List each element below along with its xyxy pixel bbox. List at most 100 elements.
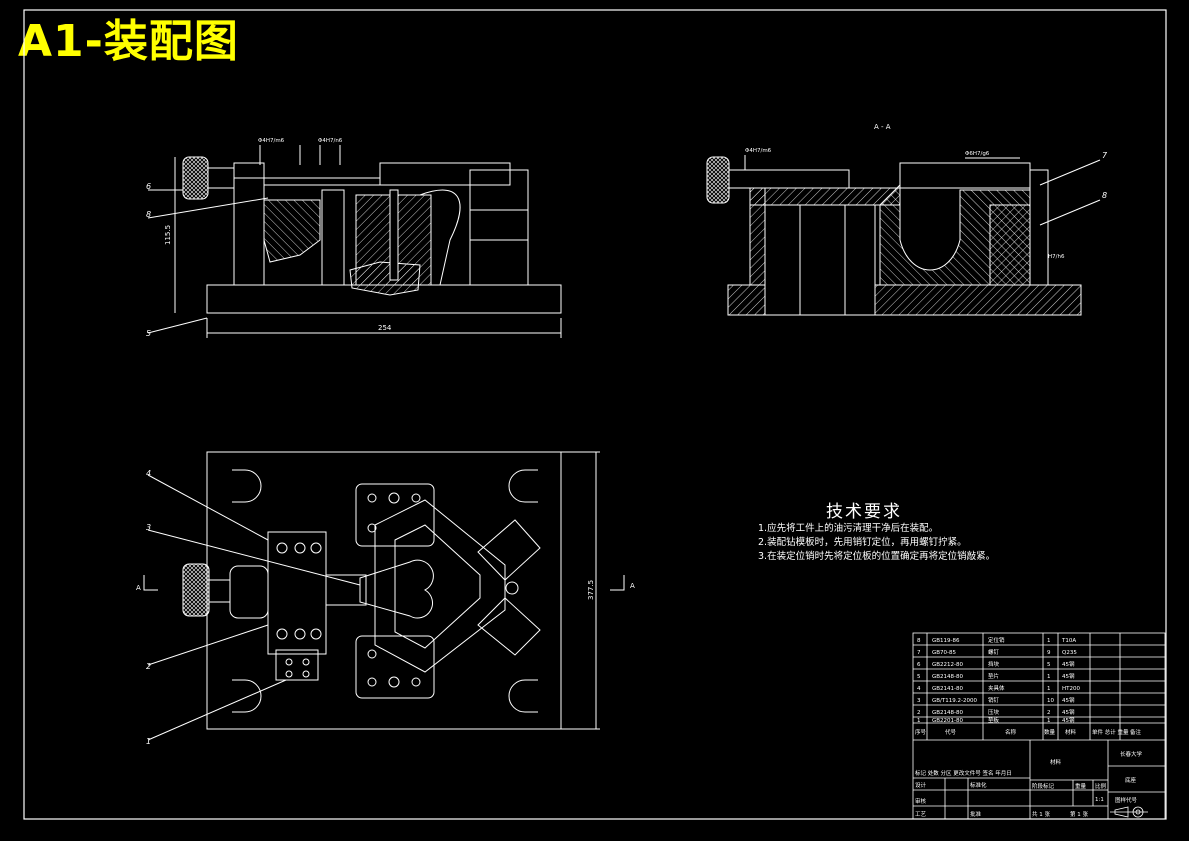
svg-text:数量: 数量: [1044, 728, 1056, 736]
svg-text:45钢: 45钢: [1062, 716, 1075, 724]
svg-text:GB119-86: GB119-86: [932, 638, 960, 644]
bom-row: 2 GB2148-80 压块 2 45钢: [917, 708, 1075, 716]
svg-text:HT200: HT200: [1062, 686, 1080, 692]
part-label-1: 1: [146, 737, 151, 746]
svg-text:8: 8: [917, 638, 921, 644]
svg-text:1: 1: [917, 718, 921, 724]
svg-text:45钢: 45钢: [1062, 708, 1075, 716]
svg-text:1: 1: [1047, 686, 1051, 692]
bom-header: 序号 代号 名称 数量 材料 单件 总计 重量 备注: [915, 728, 1142, 736]
bom-row: 5 GB2148-80 垫片 1 45钢: [917, 672, 1075, 680]
bom-row: 7 GB70-85 螺钉 9 Q235: [917, 648, 1077, 656]
tech-requirements-list: 1.应先将工件上的油污清理干净后在装配。 2.装配钻模板时，先用销钉定位，再用螺…: [758, 522, 995, 564]
svg-text:T10A: T10A: [1061, 638, 1076, 644]
svg-text:5: 5: [917, 674, 921, 680]
svg-text:螺钉: 螺钉: [988, 648, 1000, 656]
svg-text:2: 2: [917, 710, 921, 716]
svg-text:垫片: 垫片: [988, 672, 999, 680]
mark-label: 阶段标记: [1032, 782, 1055, 790]
part-label-5: 5: [146, 329, 151, 338]
svg-text:备注: 备注: [1130, 728, 1142, 736]
svg-text:代号: 代号: [945, 728, 957, 736]
svg-text:7: 7: [917, 650, 921, 656]
svg-text:45钢: 45钢: [1062, 672, 1075, 680]
view-marker-left: A: [136, 584, 141, 592]
bom-row: 3 GB/T119.2-2000 销钉 10 45钢: [917, 696, 1075, 704]
svg-text:序号: 序号: [915, 728, 927, 736]
dim-width: 377.5: [587, 580, 595, 600]
svg-text:1: 1: [1047, 718, 1051, 724]
svg-text:9: 9: [1047, 650, 1051, 656]
scale-value: 1:1: [1095, 797, 1104, 803]
projection-symbol-icon: [1110, 806, 1148, 818]
tech-requirement-item: 3.在装定位销时先将定位板的位置确定再将定位销敲紧。: [758, 551, 996, 562]
svg-text:4: 4: [917, 686, 921, 692]
svg-text:销钉: 销钉: [988, 696, 1000, 704]
svg-text:1: 1: [1047, 638, 1051, 644]
svg-text:Q235: Q235: [1062, 650, 1077, 656]
svg-text:GB2148-80: GB2148-80: [932, 674, 964, 680]
svg-text:夹具体: 夹具体: [988, 684, 1005, 692]
part-name: 底座: [1125, 776, 1137, 784]
tech-requirement-item: 1.应先将工件上的油污清理干净后在装配。: [758, 523, 939, 534]
svg-text:GB2201-80: GB2201-80: [932, 718, 964, 724]
svg-text:GB2212-80: GB2212-80: [932, 662, 964, 668]
designer-label: 设计: [915, 781, 927, 789]
checker-label: 审核: [915, 797, 927, 805]
svg-text:单件 总计 重量: 单件 总计 重量: [1092, 728, 1129, 736]
weight-label: 重量: [1075, 782, 1087, 790]
svg-text:GB70-85: GB70-85: [932, 650, 957, 656]
process-label: 工艺: [915, 811, 927, 818]
svg-text:45钢: 45钢: [1062, 696, 1075, 704]
dim-length: 254: [378, 324, 392, 332]
svg-text:45钢: 45钢: [1062, 660, 1075, 668]
dim-fit-d: H7/h6: [1048, 254, 1065, 260]
standard-label: 标准化: [970, 781, 987, 789]
part-label-2: 2: [146, 662, 151, 671]
bom-table: [912, 632, 1166, 820]
approve-label: 批准: [970, 810, 982, 818]
sheet-total: 共 1 张: [1032, 810, 1050, 818]
title-block: 长春大学 底座 图样代号 材料 标记 处数 分区 更改文件号 签名 年月日 设计…: [915, 750, 1148, 818]
front-view: [147, 145, 562, 338]
svg-text:GB/T119.2-2000: GB/T119.2-2000: [932, 698, 977, 704]
scale-label: 比例: [1095, 782, 1107, 790]
school-name: 长春大学: [1120, 750, 1143, 758]
sheet-number: 第 1 张: [1070, 810, 1088, 818]
dim-fit-b: Φ4H7/n6: [318, 138, 343, 144]
svg-text:1: 1: [1047, 674, 1051, 680]
part-label-8b: 8: [1102, 191, 1107, 200]
part-label-4: 4: [146, 469, 151, 478]
part-label-7: 7: [1102, 151, 1108, 160]
svg-text:挡块: 挡块: [988, 660, 1000, 668]
bom-row: 8 GB119-86 定位销 1 T10A: [917, 636, 1076, 644]
tech-requirements-title: 技术要求: [826, 502, 902, 522]
svg-text:5: 5: [1047, 662, 1051, 668]
dim-fit-c: Φ6H7/g6: [965, 151, 990, 157]
svg-text:6: 6: [917, 662, 921, 668]
svg-text:10: 10: [1047, 698, 1054, 704]
section-view: [706, 155, 1101, 316]
svg-text:GB2141-80: GB2141-80: [932, 686, 964, 692]
dim-height: 115.5: [164, 225, 172, 245]
part-label-8: 8: [146, 210, 151, 219]
svg-text:2: 2: [1047, 710, 1051, 716]
bom-row: 1 GB2201-80 垫板 1 45钢: [917, 716, 1075, 724]
drawing-code-label: 图样代号: [1115, 796, 1138, 804]
svg-text:3: 3: [917, 698, 921, 704]
dim-fit-a: Φ4H7/m6: [258, 138, 285, 144]
bom-rows: 8 GB119-86 定位销 1 T10A 7 GB70-85 螺钉 9 Q23…: [915, 636, 1142, 736]
top-view: [143, 451, 625, 741]
svg-text:定位销: 定位销: [988, 636, 1005, 644]
dim-fit-section-a: Φ4H7/m6: [745, 148, 772, 154]
svg-text:名称: 名称: [1005, 728, 1017, 736]
drawing-border: [23, 9, 1167, 820]
drawing-title: A1-装配图: [18, 16, 239, 67]
section-label: A - A: [874, 123, 891, 131]
svg-text:垫板: 垫板: [988, 716, 1000, 724]
bom-row: 4 GB2141-80 夹具体 1 HT200: [917, 684, 1080, 692]
part-label-3: 3: [146, 523, 151, 532]
view-marker-right: A: [630, 582, 635, 590]
tech-requirement-item: 2.装配钻模板时，先用销钉定位，再用螺钉拧紧。: [758, 537, 967, 548]
